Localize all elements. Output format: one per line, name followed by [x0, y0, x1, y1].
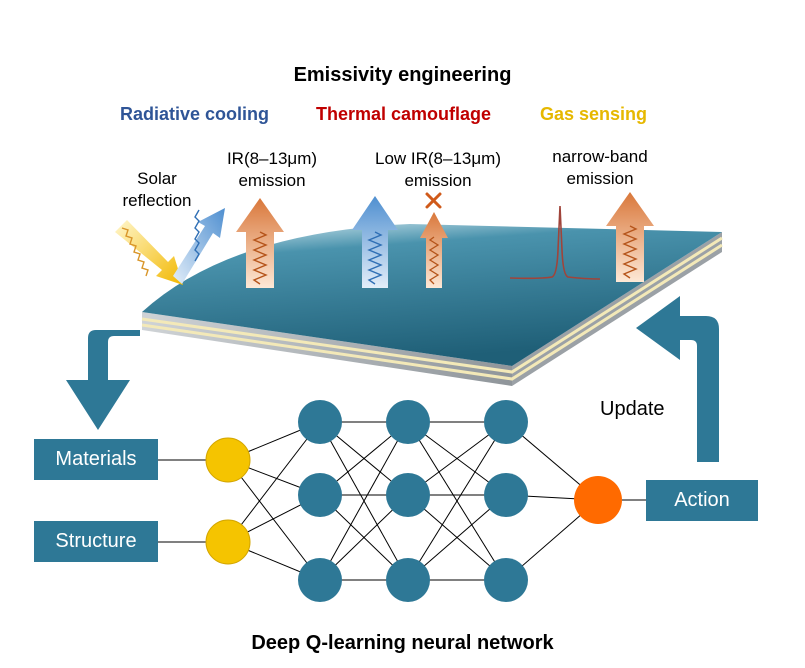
hidden-node: [386, 400, 430, 444]
narrow-band-emission-label: narrow-band emission: [540, 146, 660, 190]
hidden-node: [484, 558, 528, 602]
hidden-node: [298, 400, 342, 444]
hidden-node: [386, 558, 430, 602]
low-ir-emission-arrow: [420, 212, 448, 288]
action-box: Action: [646, 480, 758, 521]
diagram-title: Emissivity engineering: [293, 64, 512, 86]
hidden-node: [484, 473, 528, 517]
hidden-node: [386, 473, 430, 517]
solar-reflection-label: Solar reflection: [112, 168, 202, 212]
solar-incident-arrow: [115, 220, 183, 285]
network-edge: [227, 421, 321, 543]
ir-label-line2: emission: [238, 171, 306, 190]
blocked-cross-icon: [425, 192, 442, 209]
solar-reflected-arrow: [173, 208, 225, 284]
network-edge: [227, 459, 321, 581]
materials-box: Materials: [34, 439, 158, 480]
low-ir-label-line2: emission: [404, 171, 472, 190]
category-radiative-cooling: Radiative cooling: [120, 104, 270, 124]
output-node: [574, 476, 622, 524]
hidden-node: [298, 473, 342, 517]
narrow-band-spectrum-peak: [509, 205, 601, 280]
hidden-node: [298, 558, 342, 602]
category-gas-sensing: Gas sensing: [540, 104, 648, 124]
narrow-band-emission-arrow: [606, 192, 654, 282]
network-edge: [407, 421, 507, 581]
ir-emission-label: IR(8–13μm) emission: [212, 148, 332, 192]
ir-emission-arrow: [236, 198, 284, 288]
hidden-node: [484, 400, 528, 444]
ir-label-line1: IR(8–13μm): [226, 149, 318, 168]
slab-front-face: [142, 312, 512, 386]
slab-layer-stripes: [141, 236, 723, 381]
low-ir-emission-label: Low IR(8–13μm) emission: [360, 148, 516, 192]
low-ir-label-line1: Low IR(8–13μm): [374, 149, 501, 168]
structure-box: Structure: [34, 521, 158, 562]
narrow-label-line1: narrow-band: [552, 147, 648, 166]
narrow-label-line2: emission: [566, 169, 634, 188]
network-edge: [319, 421, 409, 581]
visible-emission-arrow: [352, 196, 398, 288]
update-label: Update: [600, 398, 665, 420]
network-title: Deep Q-learning neural network: [251, 632, 554, 654]
solar-label-line1: Solar: [137, 169, 177, 188]
emitter-slab: [141, 224, 723, 386]
input-node-structure: [205, 519, 251, 565]
feedback-arrow-to-inputs: [66, 306, 140, 430]
input-node-materials: [205, 437, 251, 483]
solar-label-line2: reflection: [122, 191, 192, 210]
update-arrow-to-slab: [636, 296, 719, 462]
slab-top-surface: [142, 224, 722, 366]
category-thermal-camouflage: Thermal camouflage: [316, 104, 492, 124]
